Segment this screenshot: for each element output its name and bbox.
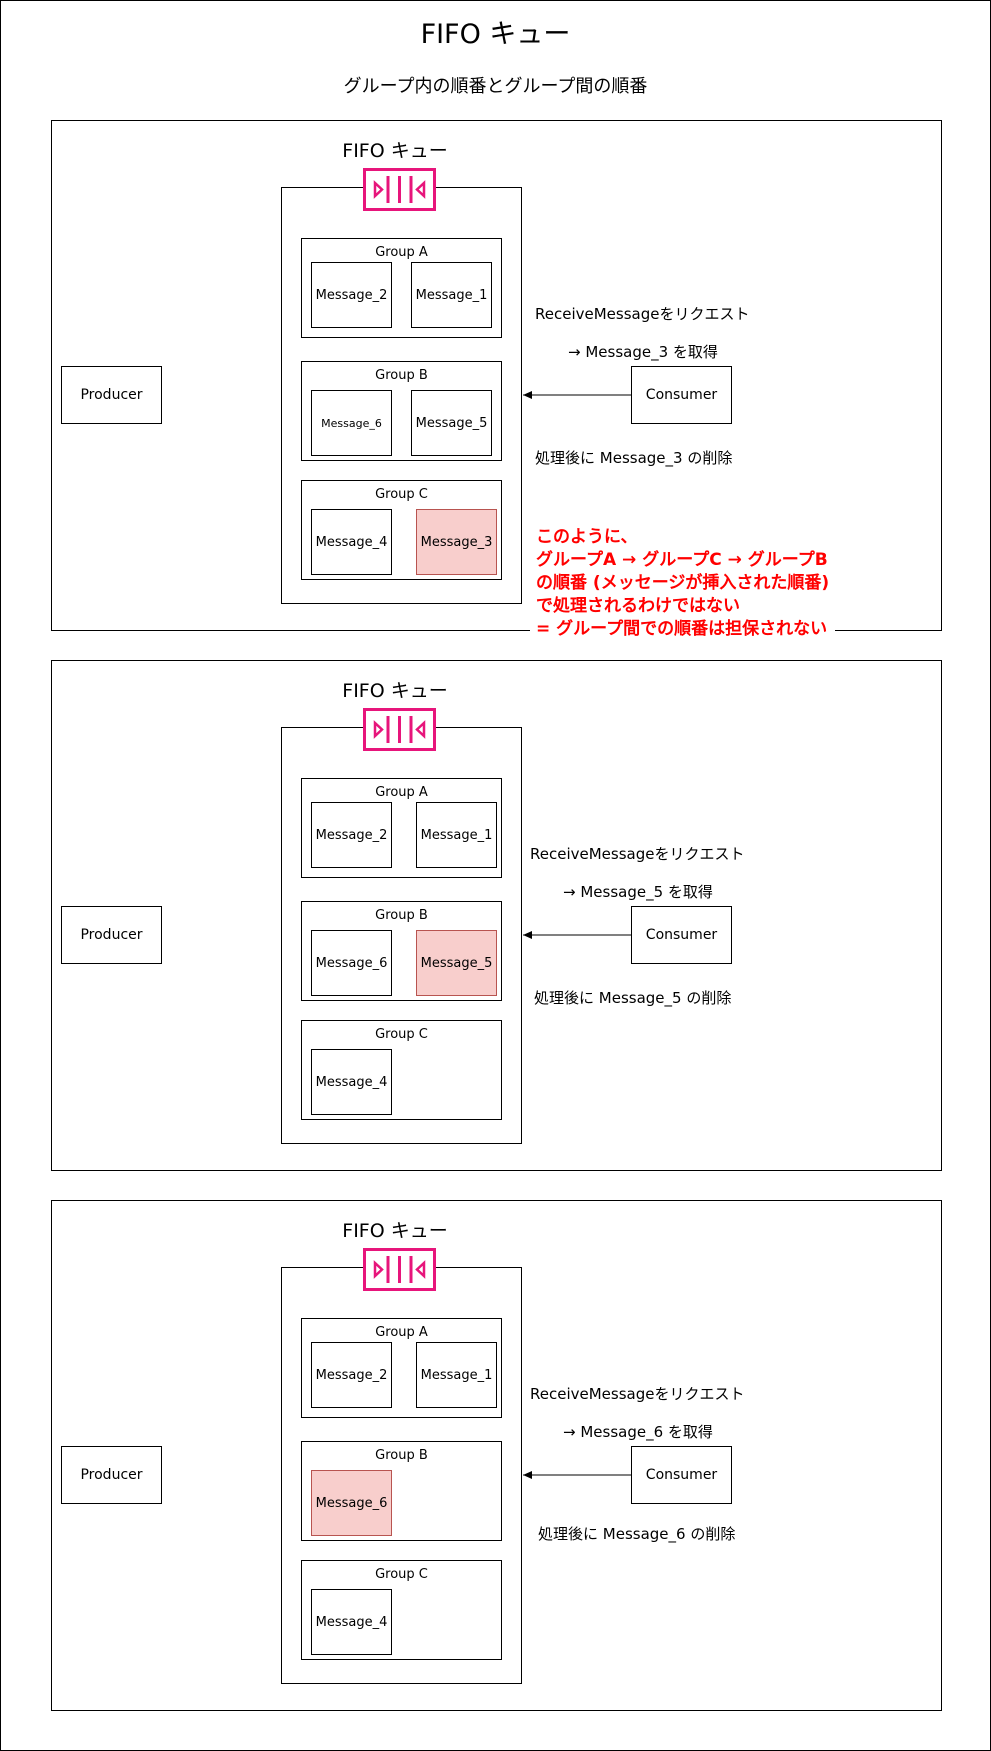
message-6: Message_6: [311, 930, 392, 996]
message-6-highlighted: Message_6: [311, 1470, 392, 1536]
note-line: このように、: [536, 527, 638, 547]
queue-title: FIFO キュー: [342, 140, 448, 162]
delete-text: 処理後に Message_3 の削除: [535, 449, 733, 467]
sqs-queue-icon: [363, 708, 436, 751]
message-2: Message_2: [311, 262, 392, 328]
note-line: で処理されるわけではない: [536, 596, 740, 616]
group-label: Group B: [375, 1448, 428, 1463]
group-label: Group A: [375, 245, 428, 260]
producer-node: Producer: [61, 366, 162, 424]
message-1: Message_1: [416, 1342, 497, 1408]
group-label: Group C: [375, 1027, 428, 1042]
message-3-highlighted: Message_3: [416, 509, 497, 575]
note-line: グループA → グループC → グループB: [536, 550, 828, 570]
group-label: Group A: [375, 785, 428, 800]
message-1: Message_1: [411, 262, 492, 328]
message-6: Message_6: [311, 390, 392, 456]
message-4: Message_4: [311, 1589, 392, 1655]
diagram-subtitle: グループ内の順番とグループ間の順番: [343, 76, 648, 97]
consumer-node: Consumer: [631, 366, 732, 424]
queue-title: FIFO キュー: [342, 1220, 448, 1242]
delete-text: 処理後に Message_5 の削除: [534, 989, 732, 1007]
request-text: ReceiveMessageをリクエスト: [530, 1385, 745, 1403]
note-line: = グループ間での順番は担保されない: [536, 619, 828, 639]
queue-title: FIFO キュー: [342, 680, 448, 702]
message-5: Message_5: [411, 390, 492, 456]
note-line: の順番 (メッセージが挿入された順番): [536, 573, 830, 593]
message-1: Message_1: [416, 802, 497, 868]
producer-node: Producer: [61, 1446, 162, 1504]
get-text: → Message_3 を取得: [568, 343, 718, 361]
diagram-title: FIFO キュー: [420, 19, 571, 50]
message-2: Message_2: [311, 802, 392, 868]
message-2: Message_2: [311, 1342, 392, 1408]
consumer-node: Consumer: [631, 906, 732, 964]
message-4: Message_4: [311, 509, 392, 575]
group-label: Group A: [375, 1325, 428, 1340]
group-label: Group B: [375, 368, 428, 383]
delete-text: 処理後に Message_6 の削除: [538, 1525, 736, 1543]
message-4: Message_4: [311, 1049, 392, 1115]
request-text: ReceiveMessageをリクエスト: [530, 845, 745, 863]
ordering-note: このように、 グループA → グループC → グループB の順番 (メッセージが…: [530, 522, 836, 645]
consumer-node: Consumer: [631, 1446, 732, 1504]
producer-node: Producer: [61, 906, 162, 964]
request-text: ReceiveMessageをリクエスト: [535, 305, 750, 323]
group-label: Group C: [375, 1567, 428, 1582]
get-text: → Message_5 を取得: [563, 883, 713, 901]
sqs-queue-icon: [363, 168, 436, 211]
group-label: Group C: [375, 487, 428, 502]
sqs-queue-icon: [363, 1248, 436, 1291]
get-text: → Message_6 を取得: [563, 1423, 713, 1441]
group-label: Group B: [375, 908, 428, 923]
message-5-highlighted: Message_5: [416, 930, 497, 996]
